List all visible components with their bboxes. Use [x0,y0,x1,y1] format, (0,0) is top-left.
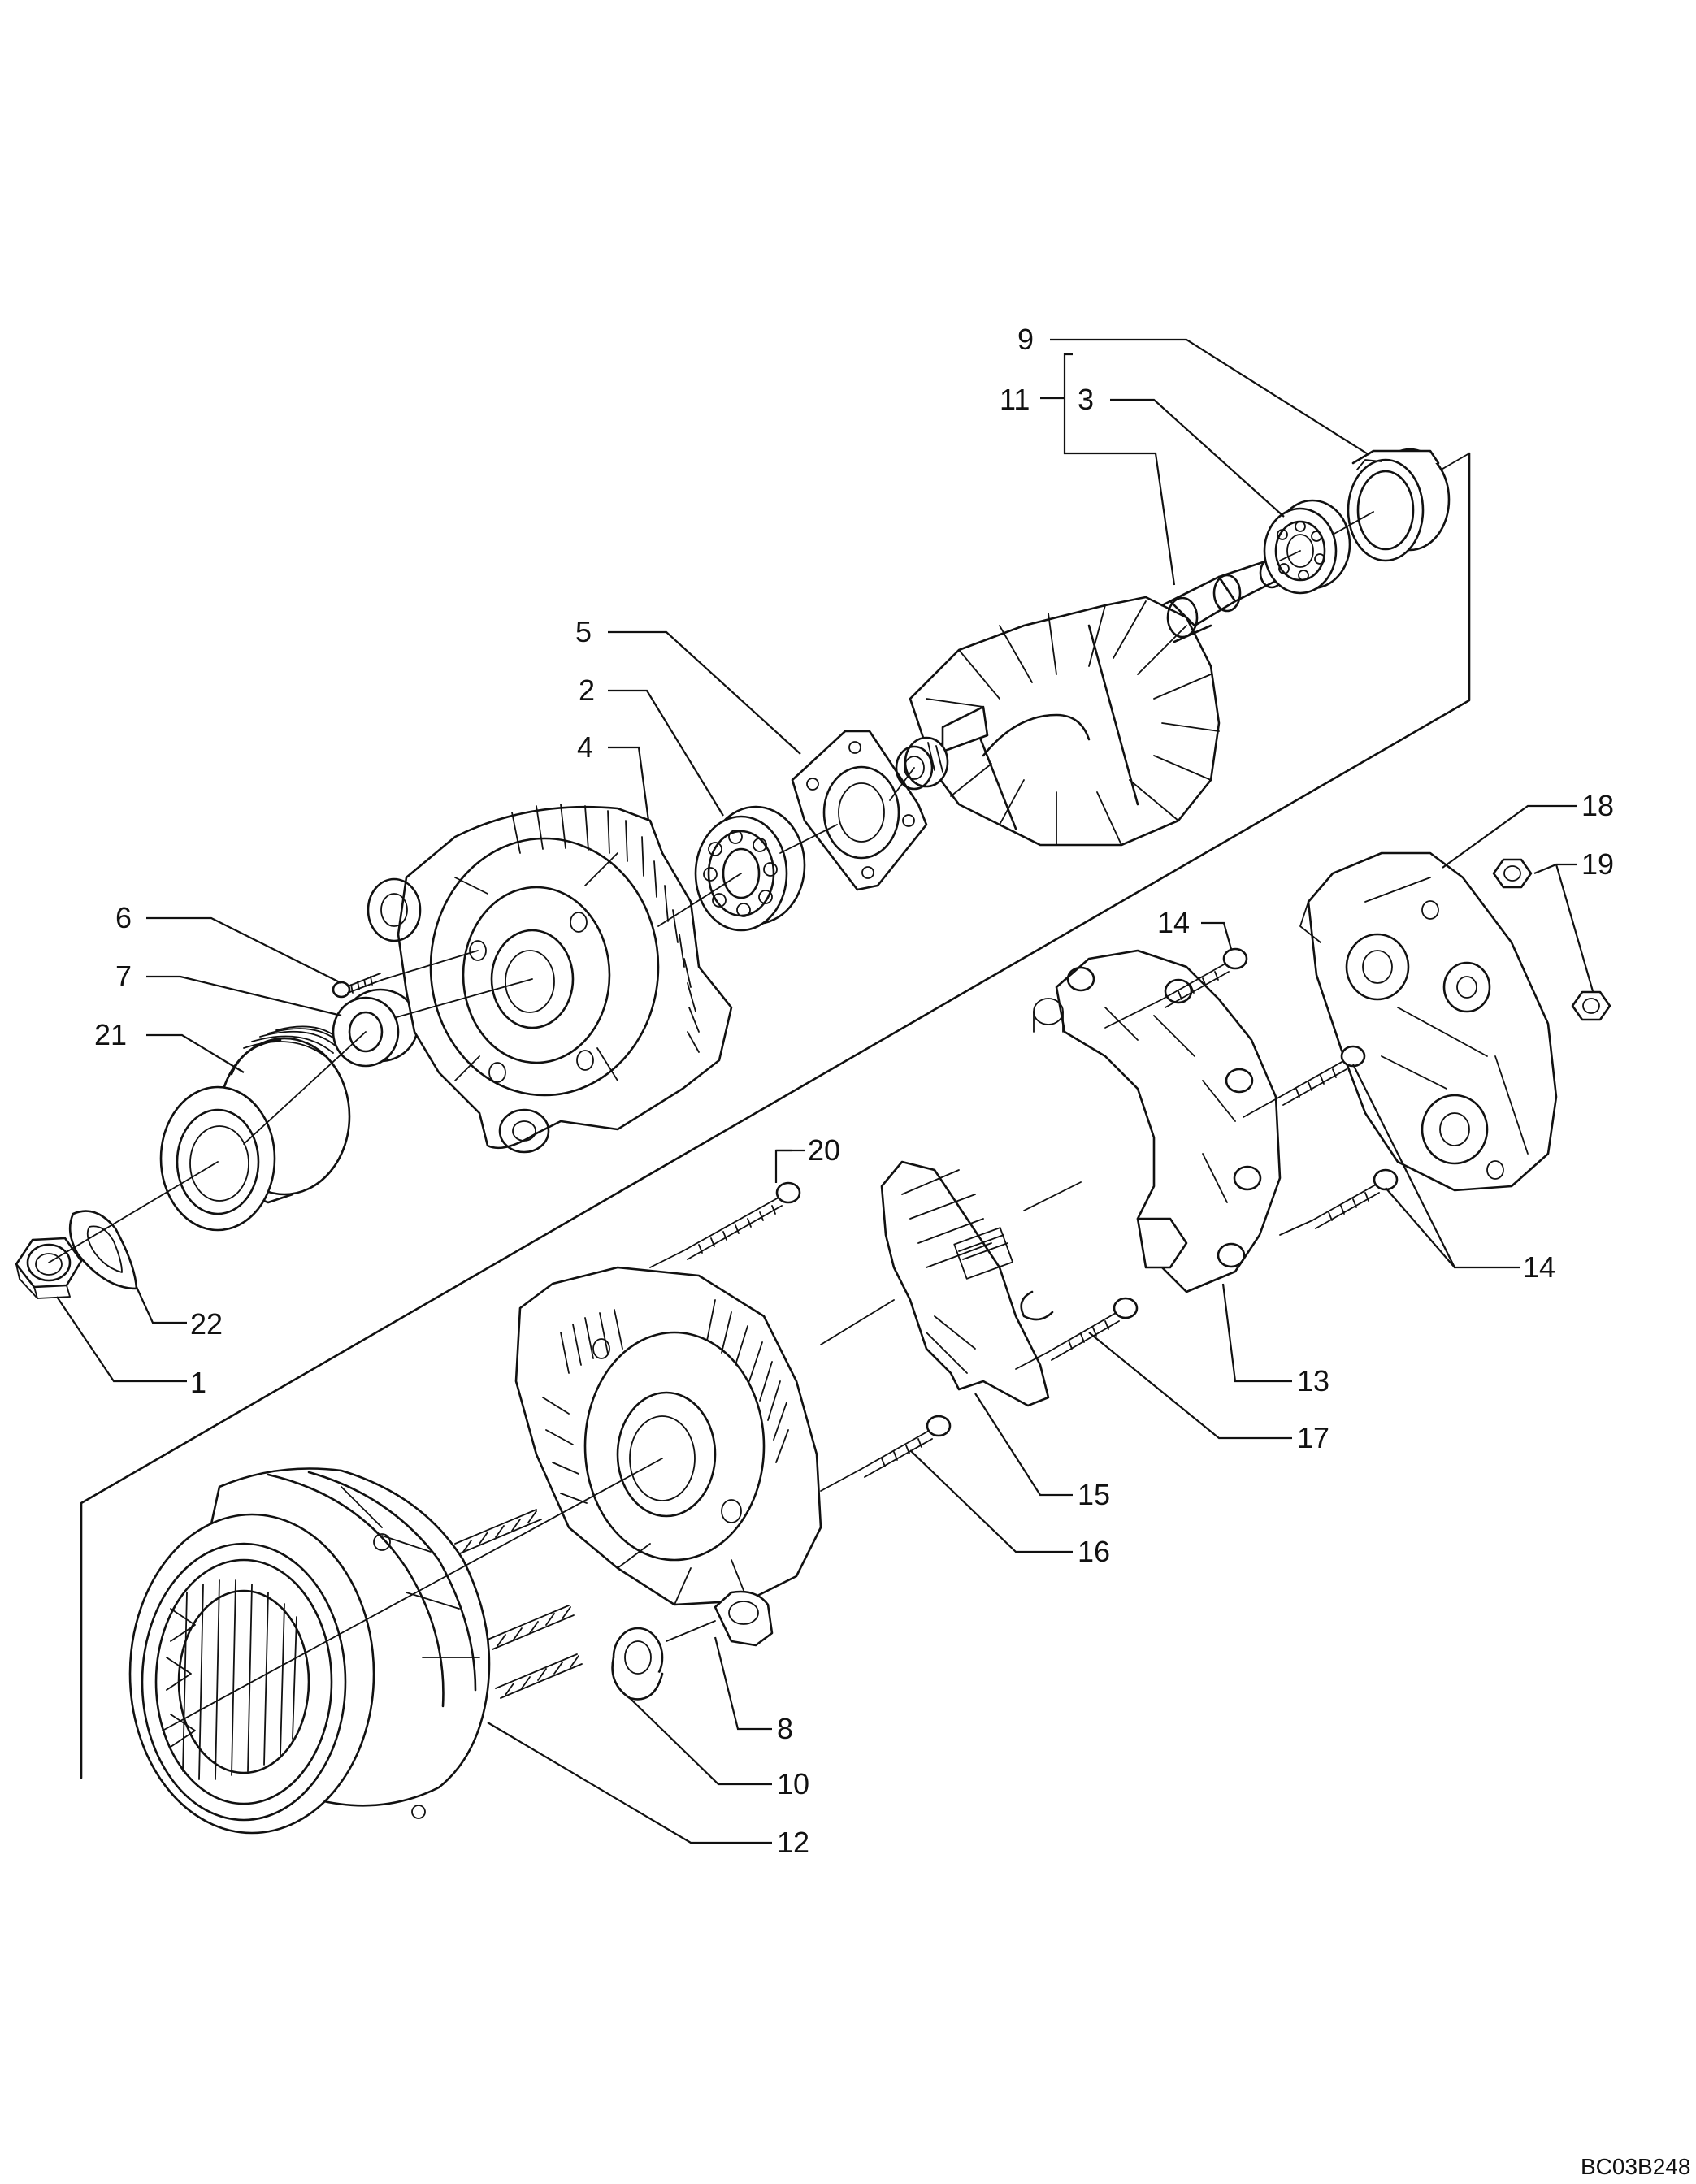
callout-7: 7 [115,960,132,993]
part-7-spacer-ring [332,988,419,1068]
part-14-bolts [1161,947,1399,1229]
part-11-rotor-assembly [895,557,1285,847]
part-13-rectifier [1033,949,1282,1294]
part-16-bolt [861,1415,952,1478]
callout-16: 16 [1078,1535,1110,1568]
part-19-nuts [1492,858,1611,1021]
part-17-bolt [1048,1297,1139,1361]
callout-11: 11 [1000,383,1030,416]
callout-18: 18 [1581,789,1614,822]
part-3-rear-bearing [1263,499,1351,595]
part-21-pulley [159,1025,351,1232]
reference-code: BC03B248 [1581,2154,1690,2179]
axis-lines [48,511,1374,1731]
callout-labels: 9 11 3 5 2 4 6 7 21 22 1 18 19 14 14 20 … [94,323,1614,1859]
callout-21: 21 [94,1018,127,1051]
leader-lines [56,338,1594,1844]
callout-5: 5 [575,615,592,648]
callout-13: 13 [1297,1364,1329,1398]
callout-17: 17 [1297,1421,1329,1454]
callout-15: 15 [1078,1478,1110,1511]
callout-3: 3 [1078,383,1094,416]
part-1-hex-nut [15,1237,83,1299]
callout-14-right: 14 [1523,1250,1555,1284]
callout-6: 6 [115,901,132,934]
callout-8: 8 [777,1712,793,1745]
callout-12: 12 [777,1826,809,1859]
callout-14-top: 14 [1157,906,1190,939]
callout-9: 9 [1017,323,1034,356]
slip-ring-end-housing [514,1266,822,1606]
callout-2: 2 [579,674,595,707]
part-18-rear-cover [1299,852,1558,1192]
part-2-bearing [694,805,806,932]
part-12-stator [128,1467,583,1835]
part-8-bushing [714,1590,774,1647]
part-15-regulator [880,1160,1054,1407]
part-20-bolt [682,1181,801,1260]
part-5-retaining-plate [791,730,928,891]
part-22-washer [68,1210,138,1290]
callout-19: 19 [1581,847,1614,881]
callout-20: 20 [808,1133,840,1167]
assembly-frame [80,452,1471,1779]
part-10-insulator [611,1627,664,1701]
callout-1: 1 [190,1366,206,1399]
part-4-drive-end-housing [367,804,733,1154]
callout-22: 22 [190,1307,223,1341]
callout-4: 4 [577,730,593,764]
callout-10: 10 [777,1767,809,1800]
part-9-bearing-ring [1347,448,1451,562]
